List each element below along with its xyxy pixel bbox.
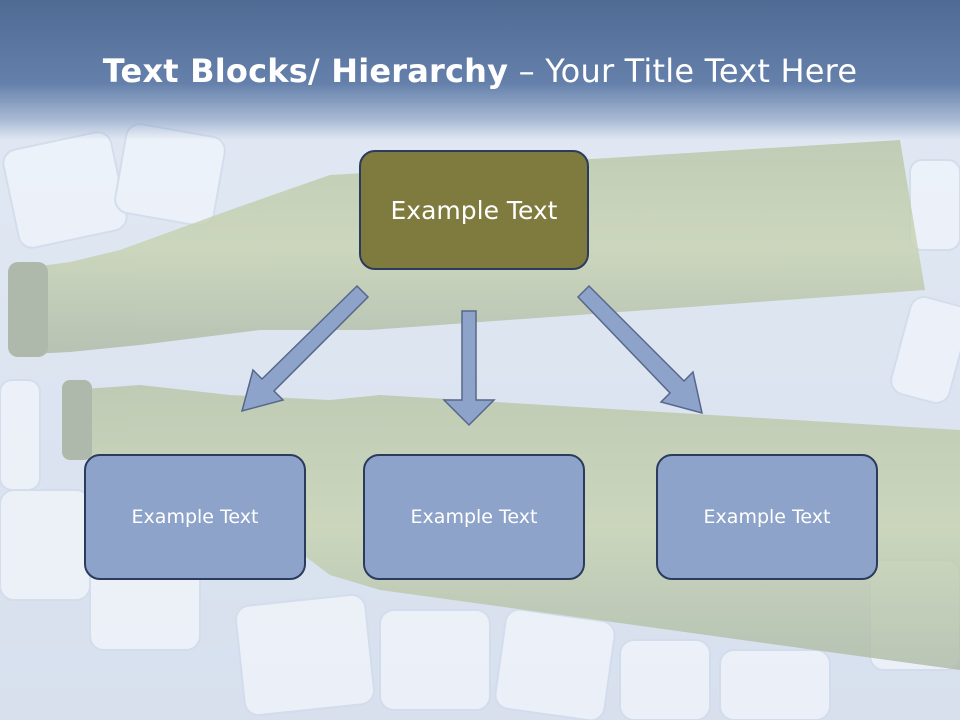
arrow-left (240, 284, 370, 413)
slide-title-bold: Text Blocks/ Hierarchy (102, 52, 509, 90)
arrow-right (576, 284, 703, 415)
title-bar: Text Blocks/ Hierarchy – Your Title Text… (0, 0, 960, 140)
child-text-block-label: Example Text (703, 506, 831, 528)
child-text-block-3[interactable]: Example Text (656, 454, 878, 580)
slide-title-normal: Your Title Text Here (545, 52, 858, 90)
child-text-block-1[interactable]: Example Text (84, 454, 306, 580)
top-text-block[interactable]: Example Text (359, 150, 589, 270)
arrow-center (442, 310, 496, 427)
child-text-block-2[interactable]: Example Text (363, 454, 585, 580)
slide-title-dash: – (508, 52, 546, 90)
child-text-block-label: Example Text (410, 506, 538, 528)
slide-title: Text Blocks/ Hierarchy – Your Title Text… (0, 52, 960, 90)
top-text-block-label: Example Text (390, 195, 558, 225)
child-text-block-label: Example Text (131, 506, 259, 528)
